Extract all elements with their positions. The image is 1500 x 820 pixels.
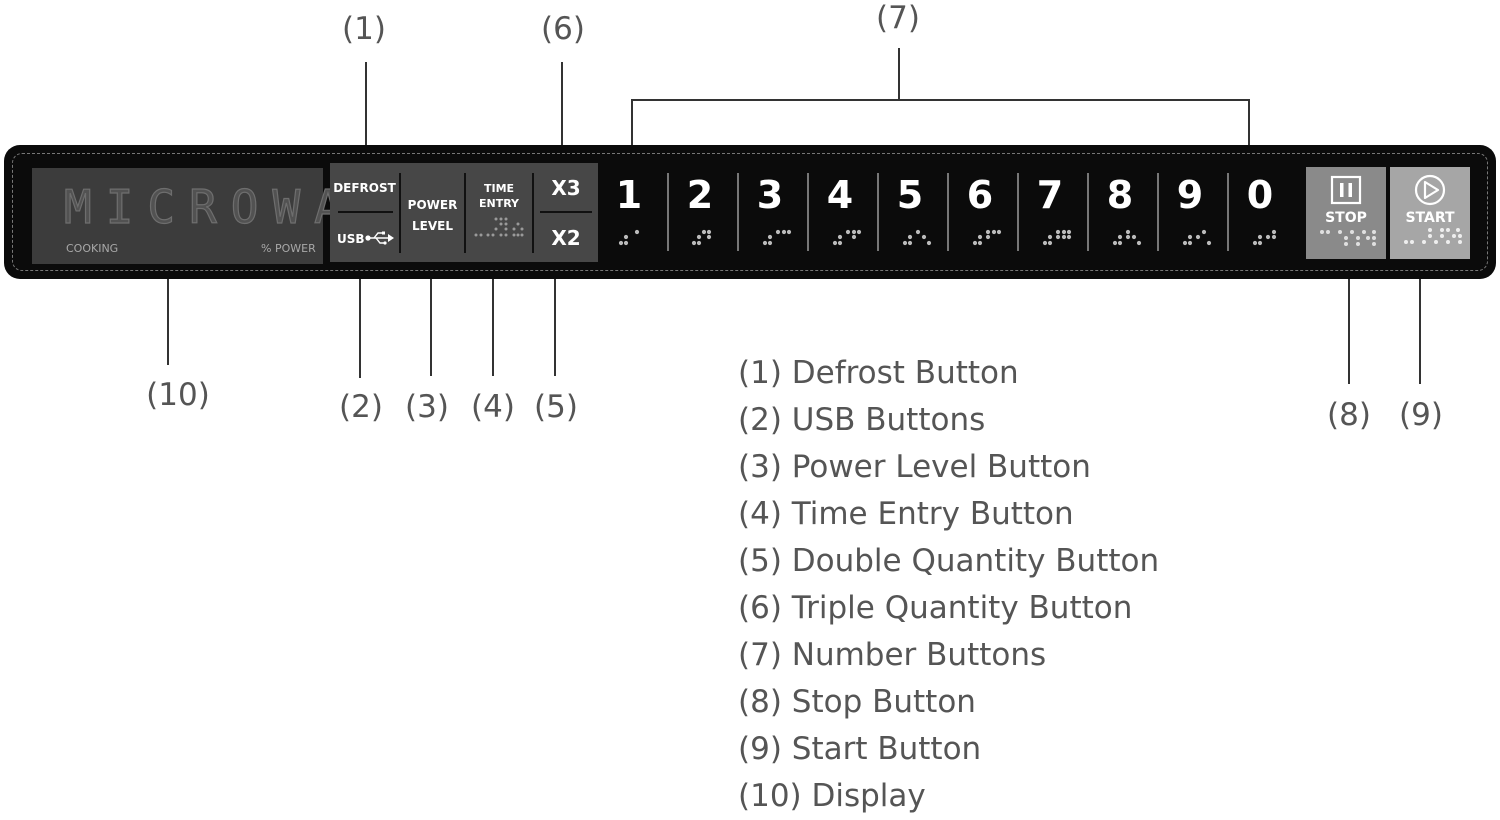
power-level-label: POWER LEVEL (407, 198, 458, 233)
legend-item: (1) Defrost Button (738, 355, 1019, 391)
number-button-4[interactable]: 4 (807, 169, 873, 253)
legend-item: (9) Start Button (738, 731, 982, 767)
callout-8: (8) (1327, 397, 1371, 433)
time-entry-label: TIME ENTRY (478, 182, 520, 210)
stop-button[interactable]: STOP (1306, 167, 1386, 259)
play-icon (1404, 174, 1462, 244)
braille-dots (618, 229, 640, 246)
divider (532, 173, 534, 253)
number-button-3[interactable]: 3 (737, 169, 803, 253)
callout-4: (4) (471, 389, 515, 425)
legend: (1) Defrost Button (2) USB Buttons (3) P… (738, 350, 1159, 820)
legend-item: (3) Power Level Button (738, 449, 1091, 485)
double-quantity-button[interactable]: X2 (534, 213, 598, 262)
triple-quantity-button[interactable]: X3 (534, 163, 598, 211)
triple-quantity-label: X3 (551, 176, 581, 200)
usb-button[interactable]: USB (330, 213, 399, 262)
power-indicator: % POWER (261, 242, 316, 255)
number-divider (1157, 173, 1159, 251)
callout-7: (7) (876, 0, 920, 36)
legend-item: (4) Time Entry Button (738, 496, 1074, 532)
usb-icon (365, 231, 394, 245)
digit-label: 9 (1176, 173, 1204, 217)
number-divider (737, 173, 739, 251)
number-divider (807, 173, 809, 251)
digit-label: 7 (1036, 173, 1064, 217)
defrost-label: DEFROST (333, 181, 396, 195)
digit-label: 4 (826, 173, 854, 217)
digit-label: 1 (615, 173, 643, 217)
digit-label: 6 (966, 173, 994, 217)
number-button-9[interactable]: 9 (1157, 169, 1223, 253)
display: MICROWA COOKING % POWER (32, 168, 342, 264)
number-button-2[interactable]: 2 (667, 169, 733, 253)
start-label: START (1405, 210, 1455, 226)
usb-label: USB (337, 232, 365, 246)
number-button-0[interactable]: 0 (1227, 169, 1293, 253)
callout-2: (2) (339, 389, 383, 425)
braille-dots (1182, 229, 1212, 246)
digit-label: 0 (1246, 173, 1274, 217)
callout-10: (10) (146, 377, 210, 413)
control-panel: MICROWA COOKING % POWER DEFROST USB POWE… (4, 145, 1496, 279)
number-button-5[interactable]: 5 (877, 169, 943, 253)
number-button-8[interactable]: 8 (1087, 169, 1153, 253)
digit-label: 3 (756, 173, 784, 217)
number-divider (877, 173, 879, 251)
number-divider (1087, 173, 1089, 251)
digit-label: 8 (1106, 173, 1134, 217)
callout-3: (3) (405, 389, 449, 425)
braille-dots (474, 217, 524, 237)
legend-item: (2) USB Buttons (738, 402, 986, 438)
legend-item: (10) Display (738, 778, 926, 814)
braille-dots (972, 229, 1002, 246)
callout-6: (6) (541, 11, 585, 47)
defrost-usb-divider (338, 211, 393, 213)
number-divider (1227, 173, 1229, 251)
number-divider (947, 173, 949, 251)
double-quantity-label: X2 (551, 226, 581, 250)
braille-dots (832, 229, 862, 246)
function-buttons: DEFROST USB POWER LEVEL TIME ENTRY (330, 163, 598, 262)
braille-dots (1042, 229, 1072, 246)
number-button-6[interactable]: 6 (947, 169, 1013, 253)
legend-item: (5) Double Quantity Button (738, 543, 1160, 579)
braille-dots (1112, 229, 1142, 246)
digit-label: 5 (896, 173, 924, 217)
time-entry-button[interactable]: TIME ENTRY (466, 163, 532, 262)
panel-border (12, 153, 1488, 271)
callout-5: (5) (534, 389, 578, 425)
divider (399, 173, 401, 253)
number-button-1[interactable]: 1 (596, 169, 662, 253)
divider (464, 173, 466, 253)
braille-dots (762, 229, 792, 246)
callout-9: (9) (1399, 397, 1443, 433)
pause-icon (1320, 175, 1376, 246)
braille-dots (902, 229, 932, 246)
number-button-7[interactable]: 7 (1017, 169, 1083, 253)
callout-1: (1) (342, 11, 386, 47)
legend-item: (6) Triple Quantity Button (738, 590, 1133, 626)
x3-x2-divider (540, 211, 592, 213)
braille-dots (691, 229, 712, 246)
number-divider (1017, 173, 1019, 251)
stop-label: STOP (1325, 210, 1367, 226)
braille-dots (1252, 229, 1277, 246)
number-divider (667, 173, 669, 251)
defrost-button[interactable]: DEFROST (330, 163, 399, 211)
legend-item: (8) Stop Button (738, 684, 976, 720)
display-text: MICROWA (63, 180, 356, 234)
cooking-indicator: COOKING (66, 242, 119, 255)
legend-item: (7) Number Buttons (738, 637, 1047, 673)
digit-label: 2 (686, 173, 714, 217)
power-level-button[interactable]: POWER LEVEL (401, 163, 464, 262)
start-button[interactable]: START (1390, 167, 1470, 259)
